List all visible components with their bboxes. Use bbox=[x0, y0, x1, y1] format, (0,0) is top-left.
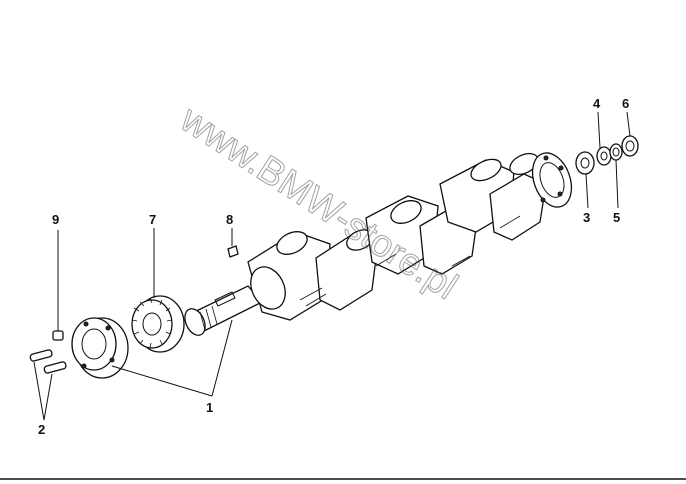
crankshaft bbox=[184, 152, 573, 336]
callout-2: 2 bbox=[38, 422, 45, 437]
front-hub bbox=[71, 317, 129, 379]
callout-4: 4 bbox=[593, 96, 601, 111]
part-3-bearing bbox=[575, 151, 595, 175]
callout-9: 9 bbox=[52, 212, 59, 227]
part-4-washer bbox=[596, 146, 612, 166]
part-8-key bbox=[227, 245, 239, 258]
callout-3: 3 bbox=[583, 210, 590, 225]
callout-7: 7 bbox=[149, 212, 156, 227]
part-7-sprocket bbox=[131, 295, 185, 353]
part-9-pin bbox=[52, 330, 64, 341]
callout-6: 6 bbox=[622, 96, 629, 111]
part-2-dowels bbox=[29, 349, 67, 374]
part-6-seal bbox=[621, 135, 639, 157]
leader-lines bbox=[33, 111, 631, 421]
callout-8: 8 bbox=[226, 212, 233, 227]
part-5-ring bbox=[609, 143, 623, 161]
callout-5: 5 bbox=[613, 210, 620, 225]
callout-1: 1 bbox=[206, 400, 213, 415]
